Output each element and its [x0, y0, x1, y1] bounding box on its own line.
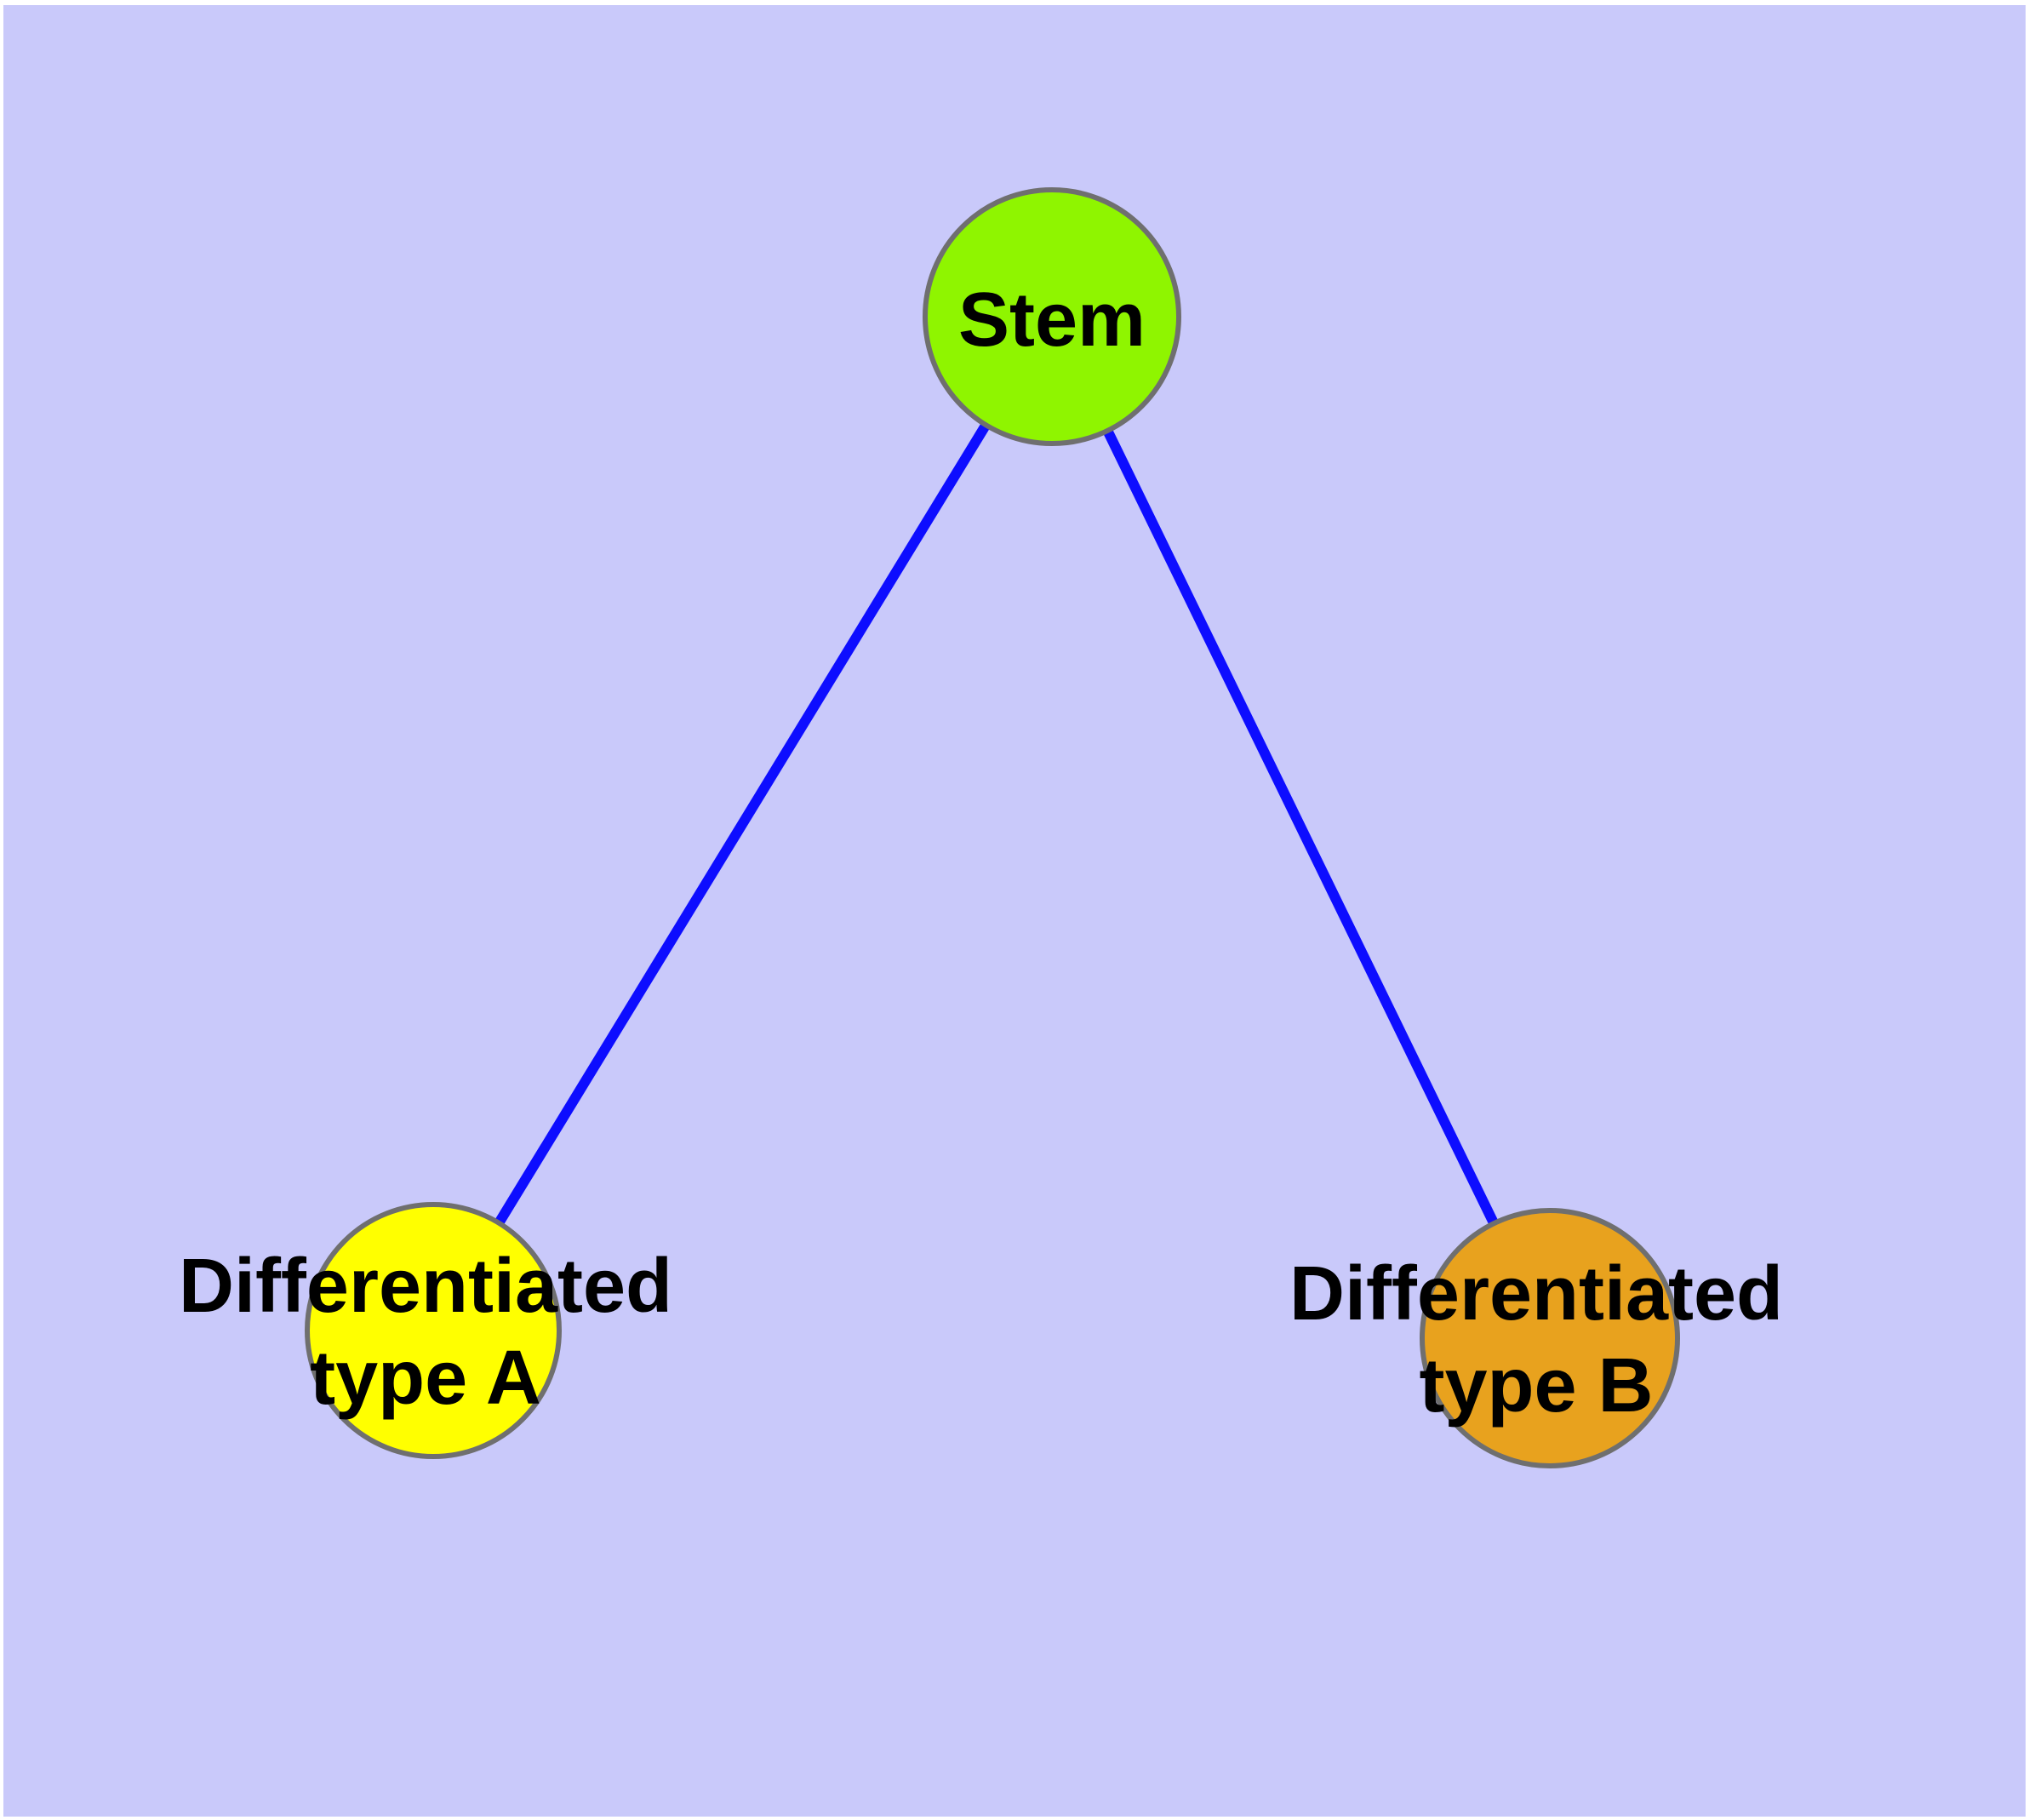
edge-stem-to-type-b: [1047, 314, 1555, 1341]
node-stem-label: Stem: [958, 278, 1146, 363]
node-differentiated-type-a: Differentiated type A: [179, 1202, 672, 1459]
node-differentiated-type-a-label-line-1: Differentiated: [179, 1244, 672, 1329]
node-stem: Stem: [923, 187, 1181, 446]
node-stem-circle: [923, 187, 1181, 446]
node-differentiated-type-a-label-line-2: type A: [310, 1336, 541, 1421]
node-differentiated-type-b: Differentiated type B: [1289, 1208, 1783, 1468]
node-differentiated-type-b-label-line-2: type B: [1419, 1343, 1653, 1428]
node-differentiated-type-b-circle: [1420, 1208, 1680, 1468]
edge-stem-to-type-a: [428, 313, 1057, 1334]
node-differentiated-type-a-circle: [305, 1202, 562, 1459]
node-differentiated-type-b-label-line-1: Differentiated: [1289, 1251, 1783, 1336]
